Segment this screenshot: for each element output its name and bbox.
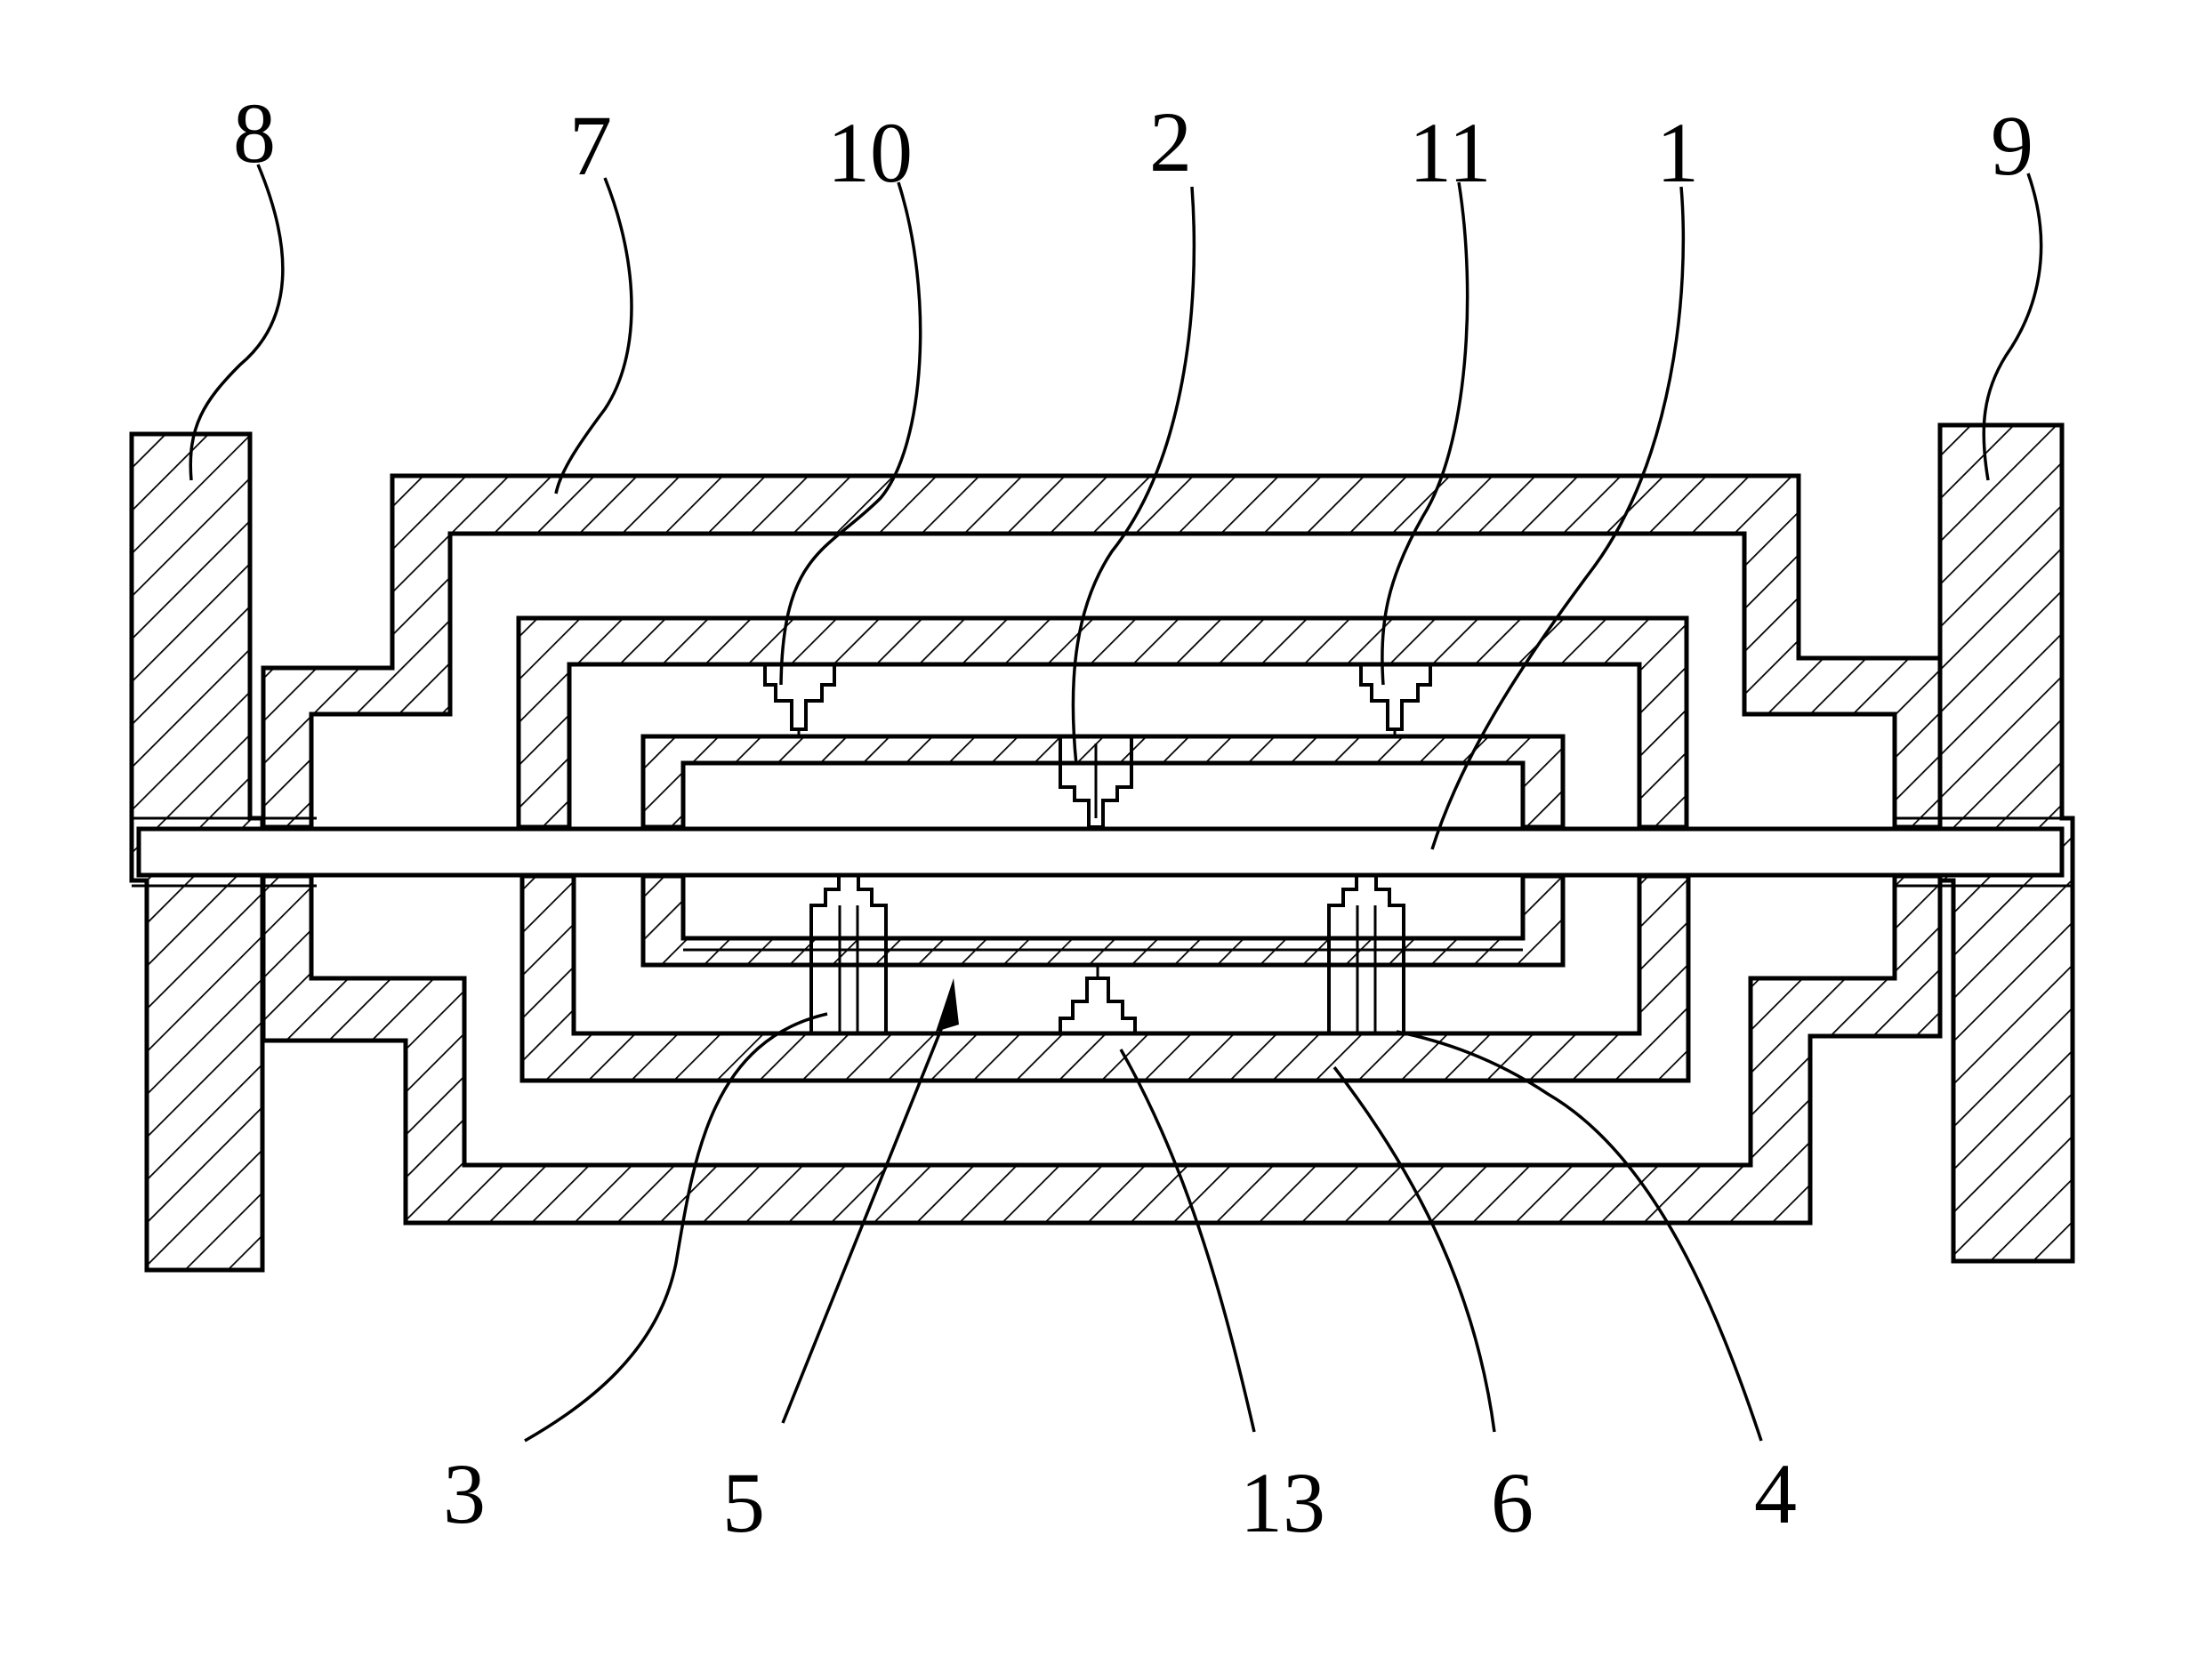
inner-housing-lower	[643, 876, 1563, 965]
label-2: 2	[1149, 94, 1192, 189]
leader-6	[1334, 1067, 1494, 1432]
label-7: 7	[569, 98, 612, 193]
label-6: 6	[1491, 1455, 1534, 1550]
bearing-13	[1060, 978, 1135, 1033]
label-5: 5	[722, 1455, 765, 1550]
label-10: 10	[827, 105, 913, 200]
middle-housing-upper	[519, 618, 1687, 827]
label-11: 11	[1409, 105, 1491, 200]
leader-10	[781, 182, 921, 685]
label-8: 8	[233, 85, 276, 181]
label-3: 3	[443, 1446, 486, 1541]
label-9: 9	[1991, 98, 2033, 193]
leader-13	[1121, 1049, 1254, 1432]
leader-7	[556, 178, 632, 494]
bearing-11	[1361, 664, 1430, 729]
label-13: 13	[1240, 1455, 1325, 1550]
label-1: 1	[1656, 105, 1699, 200]
arrow-5	[936, 978, 959, 1032]
leader-11	[1382, 182, 1468, 685]
label-4: 4	[1754, 1446, 1797, 1541]
leader-4	[1397, 1032, 1761, 1441]
central-shaft	[139, 829, 2062, 875]
bearing-10	[765, 664, 834, 729]
